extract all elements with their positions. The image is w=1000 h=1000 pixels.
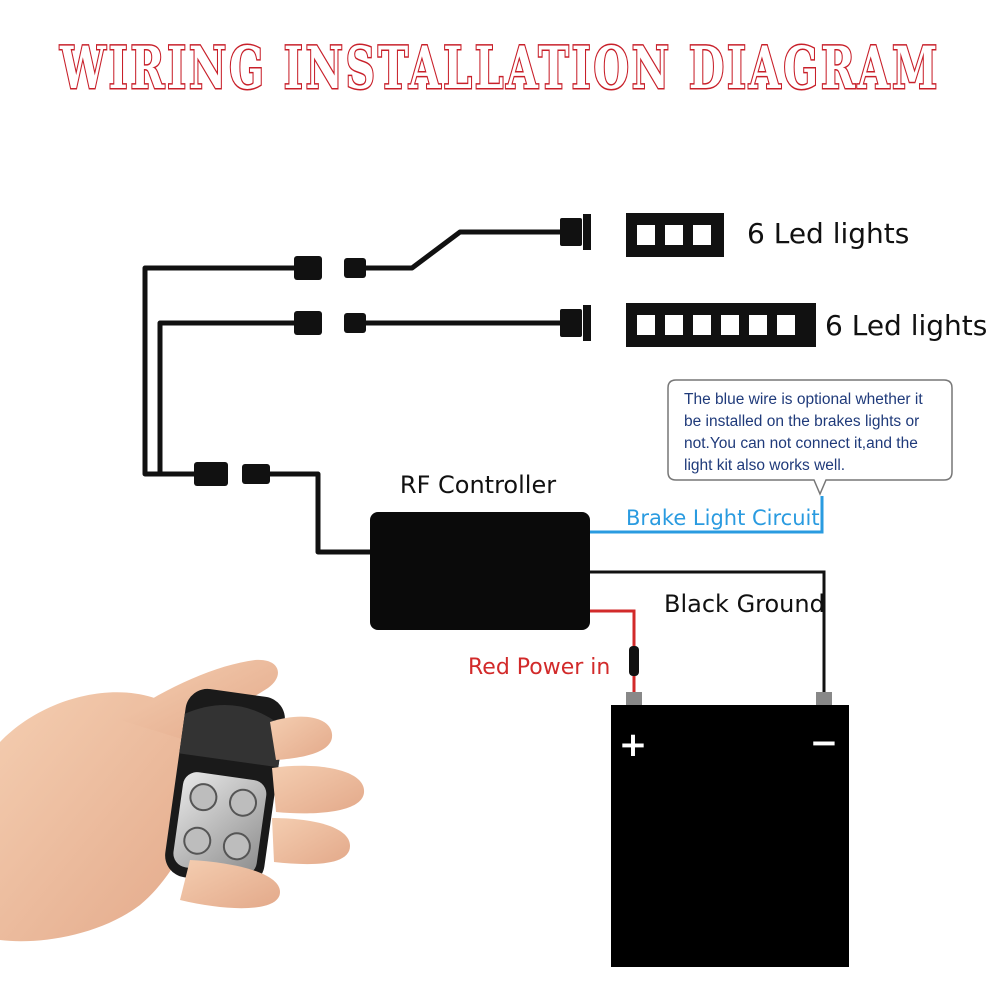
hand-palm xyxy=(0,692,204,942)
connector-top-male xyxy=(294,256,322,280)
connector-bottom-female xyxy=(344,313,366,333)
power-label: Red Power in xyxy=(468,655,610,680)
battery-terminal-positive xyxy=(626,692,642,706)
led-strip-top-label: 6 Led lights xyxy=(747,217,909,250)
wire-controller-feed xyxy=(255,471,372,555)
battery-body xyxy=(611,705,849,967)
optional-wire-callout: The blue wire is optional whether it be … xyxy=(667,379,953,496)
hand-finger-3 xyxy=(272,818,350,865)
rf-controller-box xyxy=(370,512,590,630)
hand-finger-1 xyxy=(270,716,333,760)
wire-ground xyxy=(590,570,826,694)
callout-line-2: be installed on the brakes lights or xyxy=(684,413,919,430)
strip-plug-top xyxy=(560,218,582,246)
battery-positive-symbol: + xyxy=(619,725,648,765)
remote-buttons xyxy=(183,783,258,861)
battery: + − xyxy=(611,692,849,967)
wire-top-strip xyxy=(360,229,565,271)
connector-main-male xyxy=(194,462,228,486)
ground-label: Black Ground xyxy=(664,590,825,618)
connectors xyxy=(194,214,591,486)
connector-main-female xyxy=(242,464,270,484)
connector-top-female xyxy=(344,258,366,278)
brake-label: Brake Light Circuit xyxy=(626,506,820,530)
strip-plug-bottom-cap xyxy=(583,305,591,341)
battery-negative-symbol: − xyxy=(810,723,839,763)
hand-finger-4 xyxy=(180,860,280,909)
hand-with-remote-image xyxy=(0,659,365,942)
hand-finger-2 xyxy=(272,765,365,814)
callout-line-4: light kit also works well. xyxy=(684,457,845,474)
led-strip-bottom-label: 6 Led lights xyxy=(825,309,987,342)
led-strip-top xyxy=(626,213,724,257)
wire-brake xyxy=(590,496,824,534)
led-strip-bottom xyxy=(626,303,816,347)
inline-fuse xyxy=(629,646,639,676)
wire-power xyxy=(590,609,636,694)
controller-label: RF Controller xyxy=(400,471,556,499)
diagram-title: WIRING INSTALLATION DIAGRAM xyxy=(59,34,940,102)
wire-top-branch xyxy=(142,265,300,477)
callout-line-1: The blue wire is optional whether it xyxy=(684,391,923,408)
callout-line-3: not.You can not connect it,and the xyxy=(684,435,918,452)
harness-wires xyxy=(142,229,565,555)
remote-control xyxy=(165,688,285,886)
strip-plug-top-cap xyxy=(583,214,591,250)
strip-plug-bottom xyxy=(560,309,582,337)
wire-bottom-branch xyxy=(157,320,300,474)
connector-bottom-male xyxy=(294,311,322,335)
battery-terminal-negative xyxy=(816,692,832,706)
